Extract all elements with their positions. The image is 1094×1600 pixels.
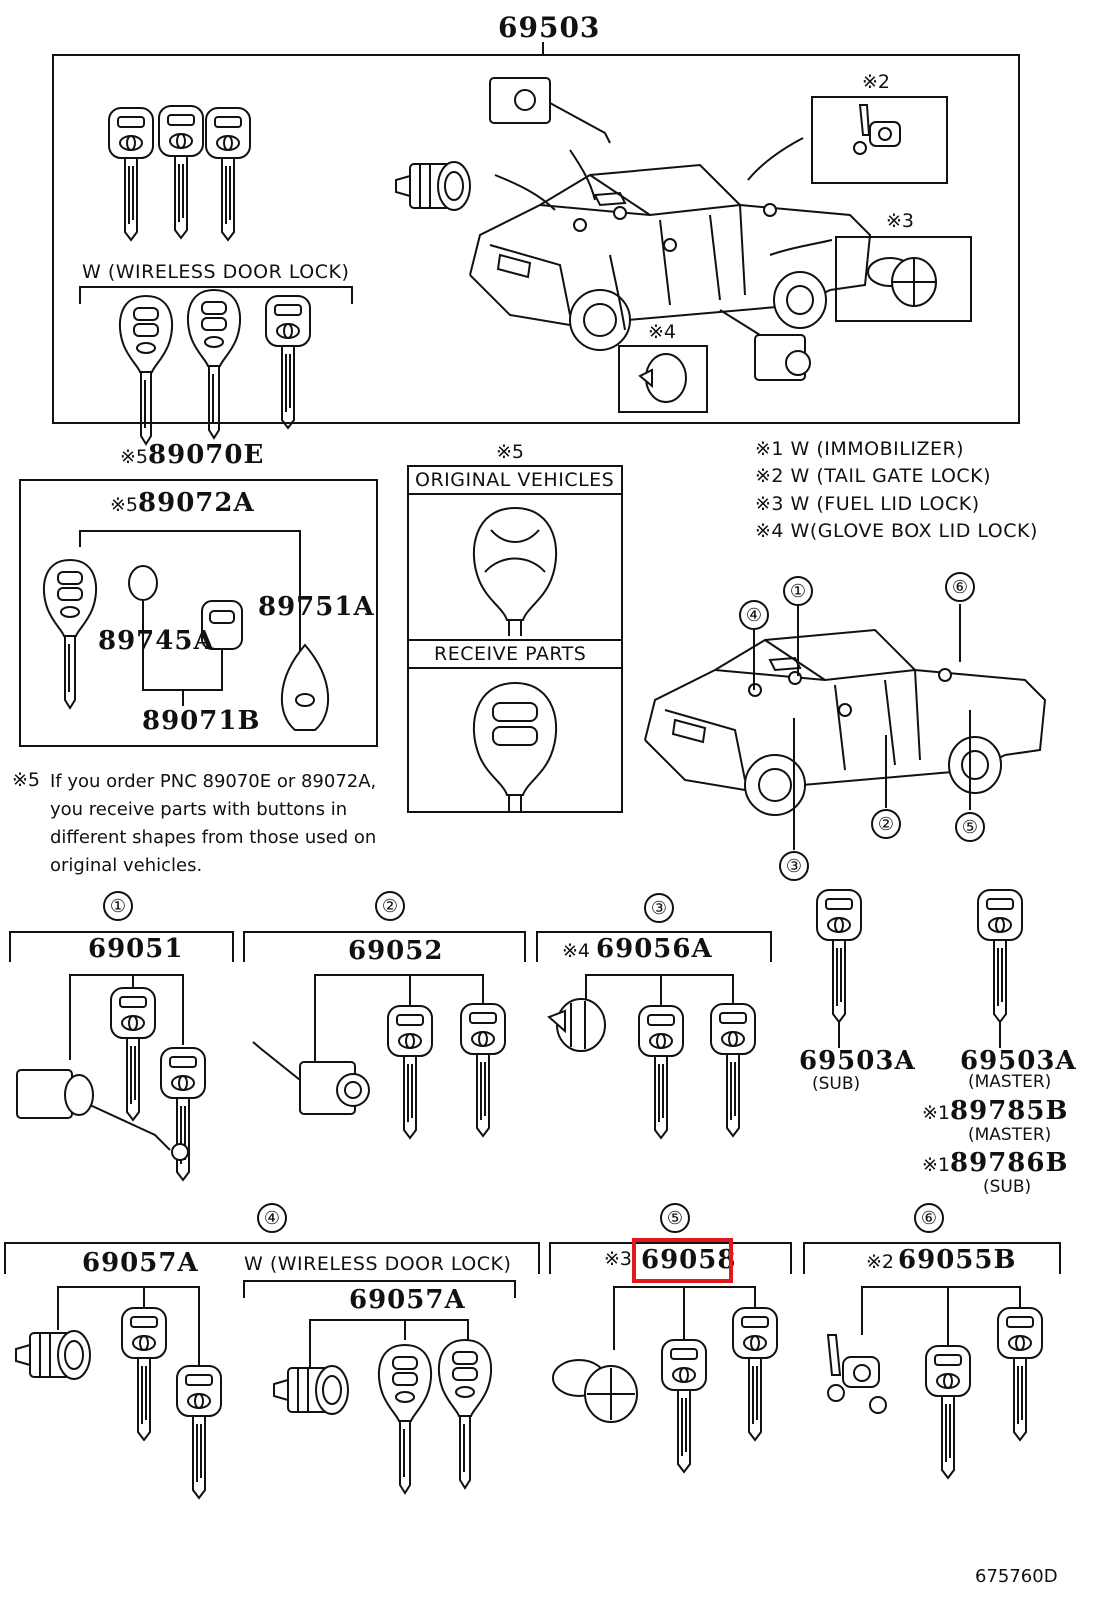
master-key-pn[interactable]: 69503A	[960, 1046, 1077, 1076]
footnote-mark: ※5	[12, 769, 41, 791]
section-1-number: ①	[103, 891, 133, 921]
legend-immobilizer: ※1 W (IMMOBILIZER)	[755, 438, 965, 460]
section-4-number: ④	[257, 1203, 287, 1233]
remote-sub-number: 89072A	[138, 488, 255, 518]
footnote-line-3: different shapes from those used on	[50, 827, 377, 848]
imm-master-pn: 89785B	[950, 1096, 1069, 1126]
section-3-mark: ※4	[562, 940, 591, 962]
imm-sub-label: (SUB)	[983, 1177, 1032, 1197]
original-vehicles-label: ORIGINAL VEHICLES	[415, 469, 615, 491]
imm-sub-pn: 89786B	[950, 1148, 1069, 1178]
master-key-label: (MASTER)	[968, 1072, 1052, 1092]
section-6-mark: ※2	[866, 1251, 895, 1273]
section-5-number: ⑤	[660, 1203, 690, 1233]
imm-sub-mark: ※1	[922, 1154, 951, 1176]
section-2-pn[interactable]: 69052	[348, 936, 444, 966]
imm-master-label: (MASTER)	[968, 1125, 1052, 1145]
remote-sub-mark: ※5	[110, 494, 139, 516]
location-callout-4[interactable]: ④	[739, 600, 769, 630]
top-wireless-label: W (WIRELESS DOOR LOCK)	[82, 261, 350, 283]
sub-key-pn[interactable]: 69503A	[799, 1046, 916, 1076]
remote-main-number: 89070E	[148, 440, 265, 470]
section-2-number: ②	[375, 891, 405, 921]
illustration-id: 675760D	[975, 1566, 1058, 1587]
remote-cover-pn[interactable]: 89751A	[258, 592, 375, 622]
section-5-pn[interactable]: 69058	[641, 1245, 737, 1275]
top-part-number[interactable]: 69503	[498, 11, 601, 44]
section-6-pn: 69055B	[898, 1245, 1017, 1275]
remote-battery-pn[interactable]: 89745A	[98, 626, 215, 656]
section-3-pn: 69056A	[596, 934, 713, 964]
footnote-line-1: If you order PNC 89070E or 89072A,	[50, 771, 377, 792]
section-4-pn[interactable]: 69057A	[82, 1248, 199, 1278]
section-6-number: ⑥	[914, 1203, 944, 1233]
receive-parts-label: RECEIVE PARTS	[434, 643, 587, 665]
mark-tail-gate: ※2	[862, 71, 891, 93]
imm-master-pn-group[interactable]: ※189785B	[922, 1098, 1068, 1124]
location-callout-1[interactable]: ①	[783, 576, 813, 606]
location-callout-5[interactable]: ⑤	[955, 812, 985, 842]
mark-fuel-lid: ※3	[886, 210, 915, 232]
section-4-wireless-label: W (WIRELESS DOOR LOCK)	[244, 1253, 512, 1275]
sub-key-label: (SUB)	[812, 1074, 861, 1094]
remote-sub-pn[interactable]: ※589072A	[110, 490, 255, 516]
highlight-box	[632, 1238, 733, 1283]
section-3-number: ③	[644, 893, 674, 923]
location-callout-3[interactable]: ③	[779, 851, 809, 881]
remote-main-pn[interactable]: ※589070E	[120, 442, 264, 468]
section-1-pn[interactable]: 69051	[88, 934, 184, 964]
footnote-line-4: original vehicles.	[50, 855, 203, 876]
mark-glove-box: ※4	[648, 321, 677, 343]
section-4-wireless-pn[interactable]: 69057A	[349, 1285, 466, 1315]
section-5-mark: ※3	[604, 1248, 633, 1270]
location-callout-2[interactable]: ②	[871, 809, 901, 839]
legend-fuel-lid: ※3 W (FUEL LID LOCK)	[755, 493, 980, 515]
legend-glove-box: ※4 W(GLOVE BOX LID LOCK)	[755, 520, 1038, 542]
remote-main-mark: ※5	[120, 446, 149, 468]
remote-transmitter-pn[interactable]: 89071B	[142, 706, 261, 736]
footnote-line-2: you receive parts with buttons in	[50, 799, 348, 820]
legend-tail-gate: ※2 W (TAIL GATE LOCK)	[755, 465, 992, 487]
location-callout-6[interactable]: ⑥	[945, 572, 975, 602]
imm-sub-pn-group[interactable]: ※189786B	[922, 1150, 1068, 1176]
shape-note-mark: ※5	[496, 441, 525, 463]
imm-master-mark: ※1	[922, 1102, 951, 1124]
